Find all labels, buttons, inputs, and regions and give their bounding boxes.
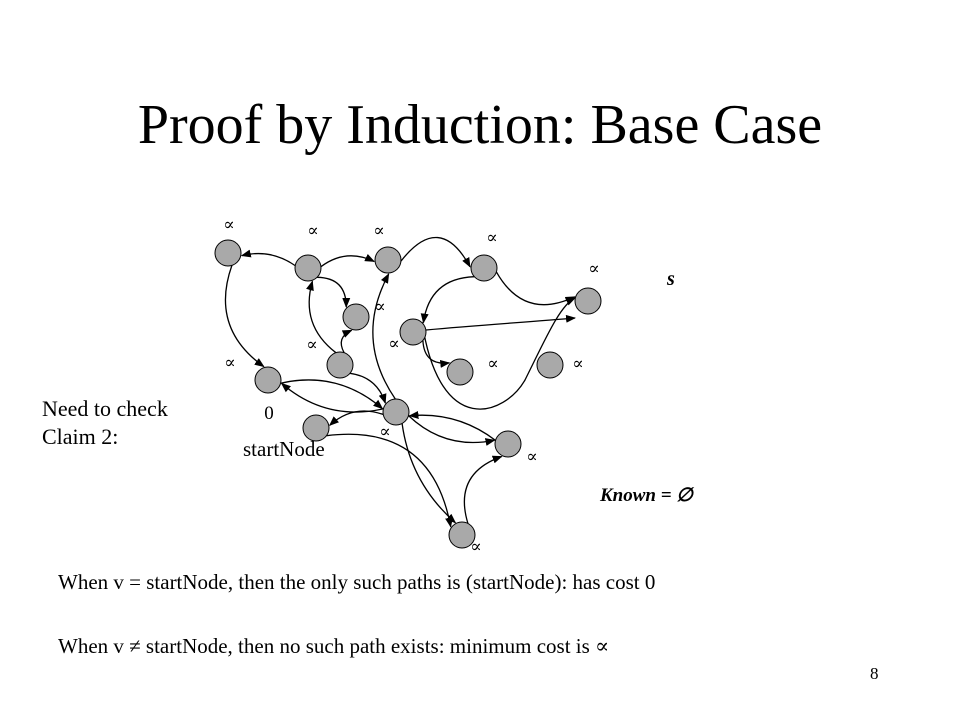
node-cost-label: ∝ [307,221,319,240]
edge-n2-n5 [317,276,351,308]
graph-node-n15 [448,521,476,549]
graph-node-n12 [382,398,410,426]
node-cost-label: ∝ [470,537,482,556]
s-label: s [667,268,675,290]
statement-other-node: When v ≠ startNode, then no such path ex… [58,634,610,658]
edge-n4-n7 [495,271,576,306]
graph-node-n10 [446,358,474,386]
note-line: Claim 2: [42,424,119,449]
graph-node-n4 [470,254,498,282]
graph-node-n7 [574,287,602,315]
edge-n2-n3 [320,253,376,268]
note-line: Need to check [42,396,168,421]
node-cost-label: ∝ [374,297,386,316]
graph-node-n3 [374,246,402,274]
node-cost-label: ∝ [487,354,499,373]
node-cost-label: ∝ [306,335,318,354]
nodes-layer [214,239,602,549]
edge-n4-n6 [420,276,475,324]
edge-n12-n14 [408,415,496,446]
graph-node-n6 [399,318,427,346]
edge-start-n15 [326,433,453,528]
graph-node-n8 [254,366,282,394]
graph-node-n5 [342,303,370,331]
node-cost-label: ∝ [486,228,498,247]
edge-n8-n12 [280,379,384,410]
edge-n3-n4 [400,236,471,268]
edge-n2-n1 [240,249,296,267]
page-number: 8 [870,664,879,683]
edge-n12-n3 [372,273,396,400]
need-to-check-note: Need to check Claim 2: [42,395,168,451]
statement-start-node: When v = startNode, then the only such p… [58,570,656,594]
node-cost-label: ∝ [572,354,584,373]
edge-n12-n15 [401,423,457,524]
edge-n12-start [328,410,384,426]
node-cost-label: ∝ [224,353,236,372]
labels-layer: ∝∝∝∝∝∝∝∝∝∝∝∝0∝∝startNode [223,215,600,556]
start-node-label: startNode [243,437,325,461]
node-cost-label: ∝ [388,334,400,353]
edge-n14-n12 [408,410,496,441]
slide-title: Proof by Induction: Base Case [137,94,823,156]
node-cost-label: ∝ [373,221,385,240]
graph-node-n2 [294,254,322,282]
edge-n6-n11 [425,314,576,331]
node-cost-label: ∝ [223,215,235,234]
node-cost-label: ∝ [588,259,600,278]
edge-n15-n14 [463,455,503,524]
edge-n9-n5 [340,329,353,354]
known-set-label: Known = ∅ [600,485,693,506]
edge-n9-n12 [349,372,387,404]
graph-node-n14 [494,430,522,458]
graph-node-n9 [326,351,354,379]
edge-n9-n2 [306,280,337,354]
node-cost-label: 0 [264,403,274,424]
edges-layer [224,236,576,528]
graph-node-start [302,414,330,442]
edge-n11-n7 [421,297,576,410]
graph-node-n11 [536,351,564,379]
edge-n1-n8 [224,265,265,368]
node-cost-label: ∝ [526,447,538,466]
node-cost-label: ∝ [379,422,391,441]
graph-node-n1 [214,239,242,267]
